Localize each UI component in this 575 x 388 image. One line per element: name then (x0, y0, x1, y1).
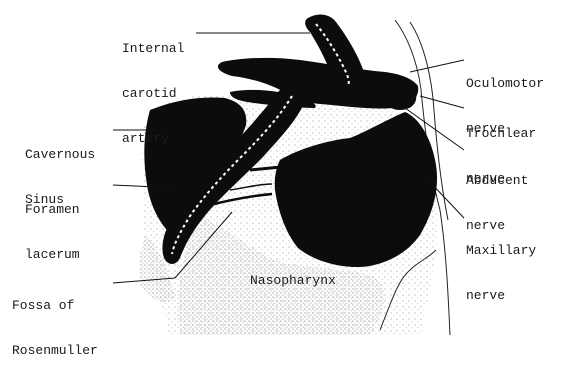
label-line: Fossa of (12, 298, 98, 313)
leader-oculomotor (410, 60, 464, 72)
label-line: Trochlear (466, 126, 536, 141)
label-line: Maxillary (466, 243, 536, 258)
label-line: artery (122, 131, 184, 146)
label-line: Cavernous (25, 147, 95, 162)
label-line: Abducent (466, 173, 528, 188)
label-line: Rosenmuller (12, 343, 98, 358)
label-fossa-of-rosenmuller: Fossa of Rosenmuller (12, 268, 98, 388)
label-nasopharynx: Nasopharynx (250, 273, 336, 288)
label-maxillary-nerve: Maxillary nerve (466, 213, 536, 333)
leader-trochlear (420, 96, 464, 108)
anatomy-figure: Internal carotid artery Cavernous Sinus … (0, 0, 575, 335)
label-line: nerve (466, 288, 536, 303)
label-line: Internal (122, 41, 184, 56)
label-line: lacerum (25, 247, 80, 262)
label-line: carotid (122, 86, 184, 101)
label-line: Oculomotor (466, 76, 544, 91)
label-line: Foramen (25, 202, 80, 217)
label-internal-carotid-artery: Internal carotid artery (122, 11, 184, 176)
